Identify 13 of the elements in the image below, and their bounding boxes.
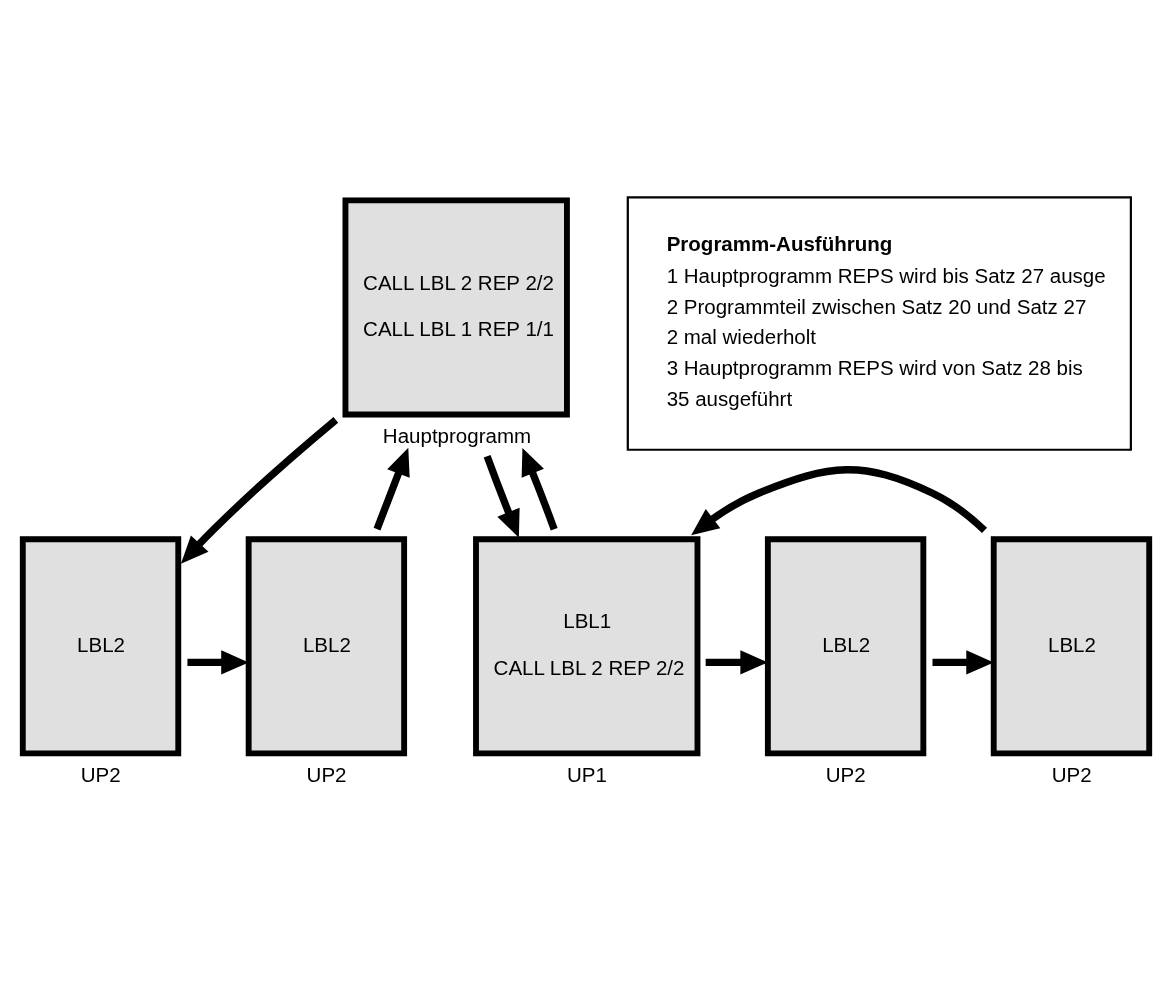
node-label: UP2 [825,762,866,786]
node-label: UP2 [306,762,347,786]
node-label: UP2 [1051,762,1092,786]
arrow [373,447,410,531]
node-label: UP1 [566,762,607,786]
arrow [483,455,520,538]
arrow [521,447,558,531]
arrow [705,650,768,675]
arrow [180,417,339,564]
node-box: Programm-Ausführung 1 Hauptprogramm REPS wird bis Satz 27 ausge 2 Programmteil zwischen Satz 20 und Satz 27 2 mal wiederholt 3 Hauptprogramm REPS wird von Satz 28 bis 35 ausgeführt [626,196,1132,451]
node-label: UP2 [80,762,121,786]
node-label: Hauptprogramm [382,423,532,447]
arrow [691,466,988,536]
